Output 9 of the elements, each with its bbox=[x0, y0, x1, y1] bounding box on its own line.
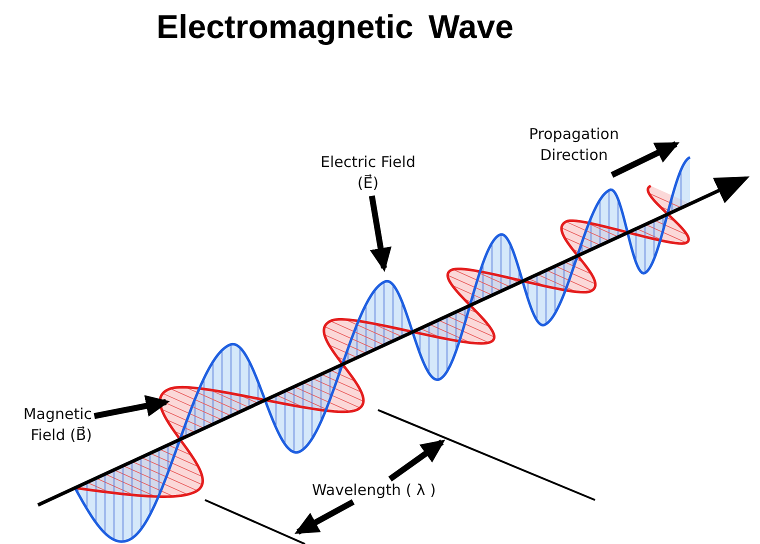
leader-arrow bbox=[368, 195, 392, 272]
leader-arrow bbox=[294, 499, 355, 535]
leader-arrow bbox=[388, 440, 446, 482]
annotation-label: Propagation Direction bbox=[528, 124, 620, 166]
title: Electromagnetic Wave bbox=[156, 8, 514, 46]
field-label: Electric Field (E⃗) bbox=[318, 152, 418, 194]
leader-arrow bbox=[94, 395, 170, 420]
field-label: Wavelength ( λ ) bbox=[312, 480, 436, 501]
field-label: Magnetic Field (B⃗) bbox=[6, 404, 92, 446]
